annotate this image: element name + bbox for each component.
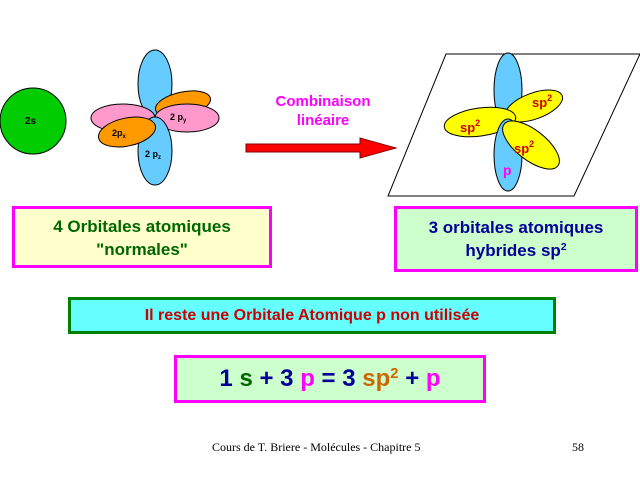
orbital-2py-lower-lobe bbox=[97, 116, 157, 148]
eq-plus-1: + bbox=[259, 365, 274, 392]
orbital-sp2-right-bottom bbox=[502, 120, 560, 170]
orbital-2s bbox=[0, 87, 67, 155]
sp2-label-right-top: sp bbox=[532, 95, 547, 110]
orbital-2py-label: 2 p bbox=[170, 112, 184, 122]
orbital-2px-sub: x bbox=[123, 134, 127, 140]
eq-term-1: 1 bbox=[219, 365, 233, 392]
sp2-sup-right-top: 2 bbox=[547, 93, 552, 103]
hybrid-orbitals-sup: 2 bbox=[560, 241, 567, 254]
eq-term-p2: p bbox=[425, 365, 441, 392]
eq-term-s: s bbox=[239, 365, 253, 392]
eq-plus-2: + bbox=[405, 365, 420, 392]
sp2-sup-left: 2 bbox=[475, 118, 480, 128]
sp2-label-right-bottom: sp bbox=[514, 141, 529, 156]
hybrid-orbitals-line1: 3 orbitales atomiques bbox=[428, 218, 604, 237]
svg-text:sp2: sp2 bbox=[532, 93, 552, 110]
orbital-2py-sub: y bbox=[183, 118, 187, 124]
svg-text:2 py: 2 py bbox=[170, 112, 187, 124]
orbital-2px-label: 2p bbox=[112, 128, 123, 138]
sp2-label-left: sp bbox=[460, 120, 475, 135]
hybrid-orbitals-line2: hybrides sp bbox=[465, 241, 561, 260]
svg-text:2px: 2px bbox=[112, 128, 127, 140]
eq-term-sp-sup: 2 bbox=[390, 365, 399, 382]
hybrid-orbitals-box: 3 orbitales atomiques hybrides sp2 bbox=[394, 206, 638, 272]
footer-course: Cours de T. Briere - Molécules - Chapitr… bbox=[212, 440, 421, 454]
orbital-2s-label: 2s bbox=[25, 116, 37, 127]
eq-equals: = bbox=[321, 365, 336, 392]
svg-text:sp2: sp2 bbox=[514, 139, 534, 156]
orbital-2pz-label: 2 p bbox=[145, 149, 159, 159]
combination-arrow bbox=[245, 137, 398, 159]
p-orbital-label: p bbox=[503, 162, 512, 178]
hybrid-orbitals-diagram: sp2 sp2 sp2 p bbox=[387, 52, 640, 197]
eq-term-sp: sp bbox=[362, 365, 391, 392]
normal-orbitals-box: 4 Orbitales atomiques "normales" bbox=[12, 206, 272, 268]
eq-term-p: p bbox=[300, 365, 315, 392]
equation-box: 1 s + 3 p = 3 sp2 + p bbox=[174, 355, 486, 403]
arrow-label-line2: linéaire bbox=[296, 112, 350, 129]
arrow-label-line1: Combinaison bbox=[275, 93, 371, 110]
normal-orbitals-line2: "normales" bbox=[96, 240, 188, 259]
eq-term-3b: 3 bbox=[342, 365, 356, 392]
eq-term-3: 3 bbox=[280, 365, 294, 392]
arrow-label: Combinaison linéaire bbox=[258, 92, 388, 130]
normal-orbitals-line1: 4 Orbitales atomiques bbox=[53, 217, 231, 236]
remaining-p-orbital-box: Il reste une Orbitale Atomique p non uti… bbox=[68, 297, 556, 334]
svg-text:2 pz: 2 pz bbox=[145, 149, 161, 161]
atomic-orbitals-diagram: 2s 2 py 2px 2 pz bbox=[0, 49, 220, 186]
remaining-p-orbital-text: Il reste une Orbitale Atomique p non uti… bbox=[144, 307, 480, 324]
orbital-2pz-sub: z bbox=[158, 155, 161, 161]
footer-page-number: 58 bbox=[572, 440, 584, 454]
arrow-shape bbox=[245, 137, 398, 159]
svg-text:sp2: sp2 bbox=[460, 118, 480, 135]
sp2-sup-right-bottom: 2 bbox=[529, 139, 534, 149]
